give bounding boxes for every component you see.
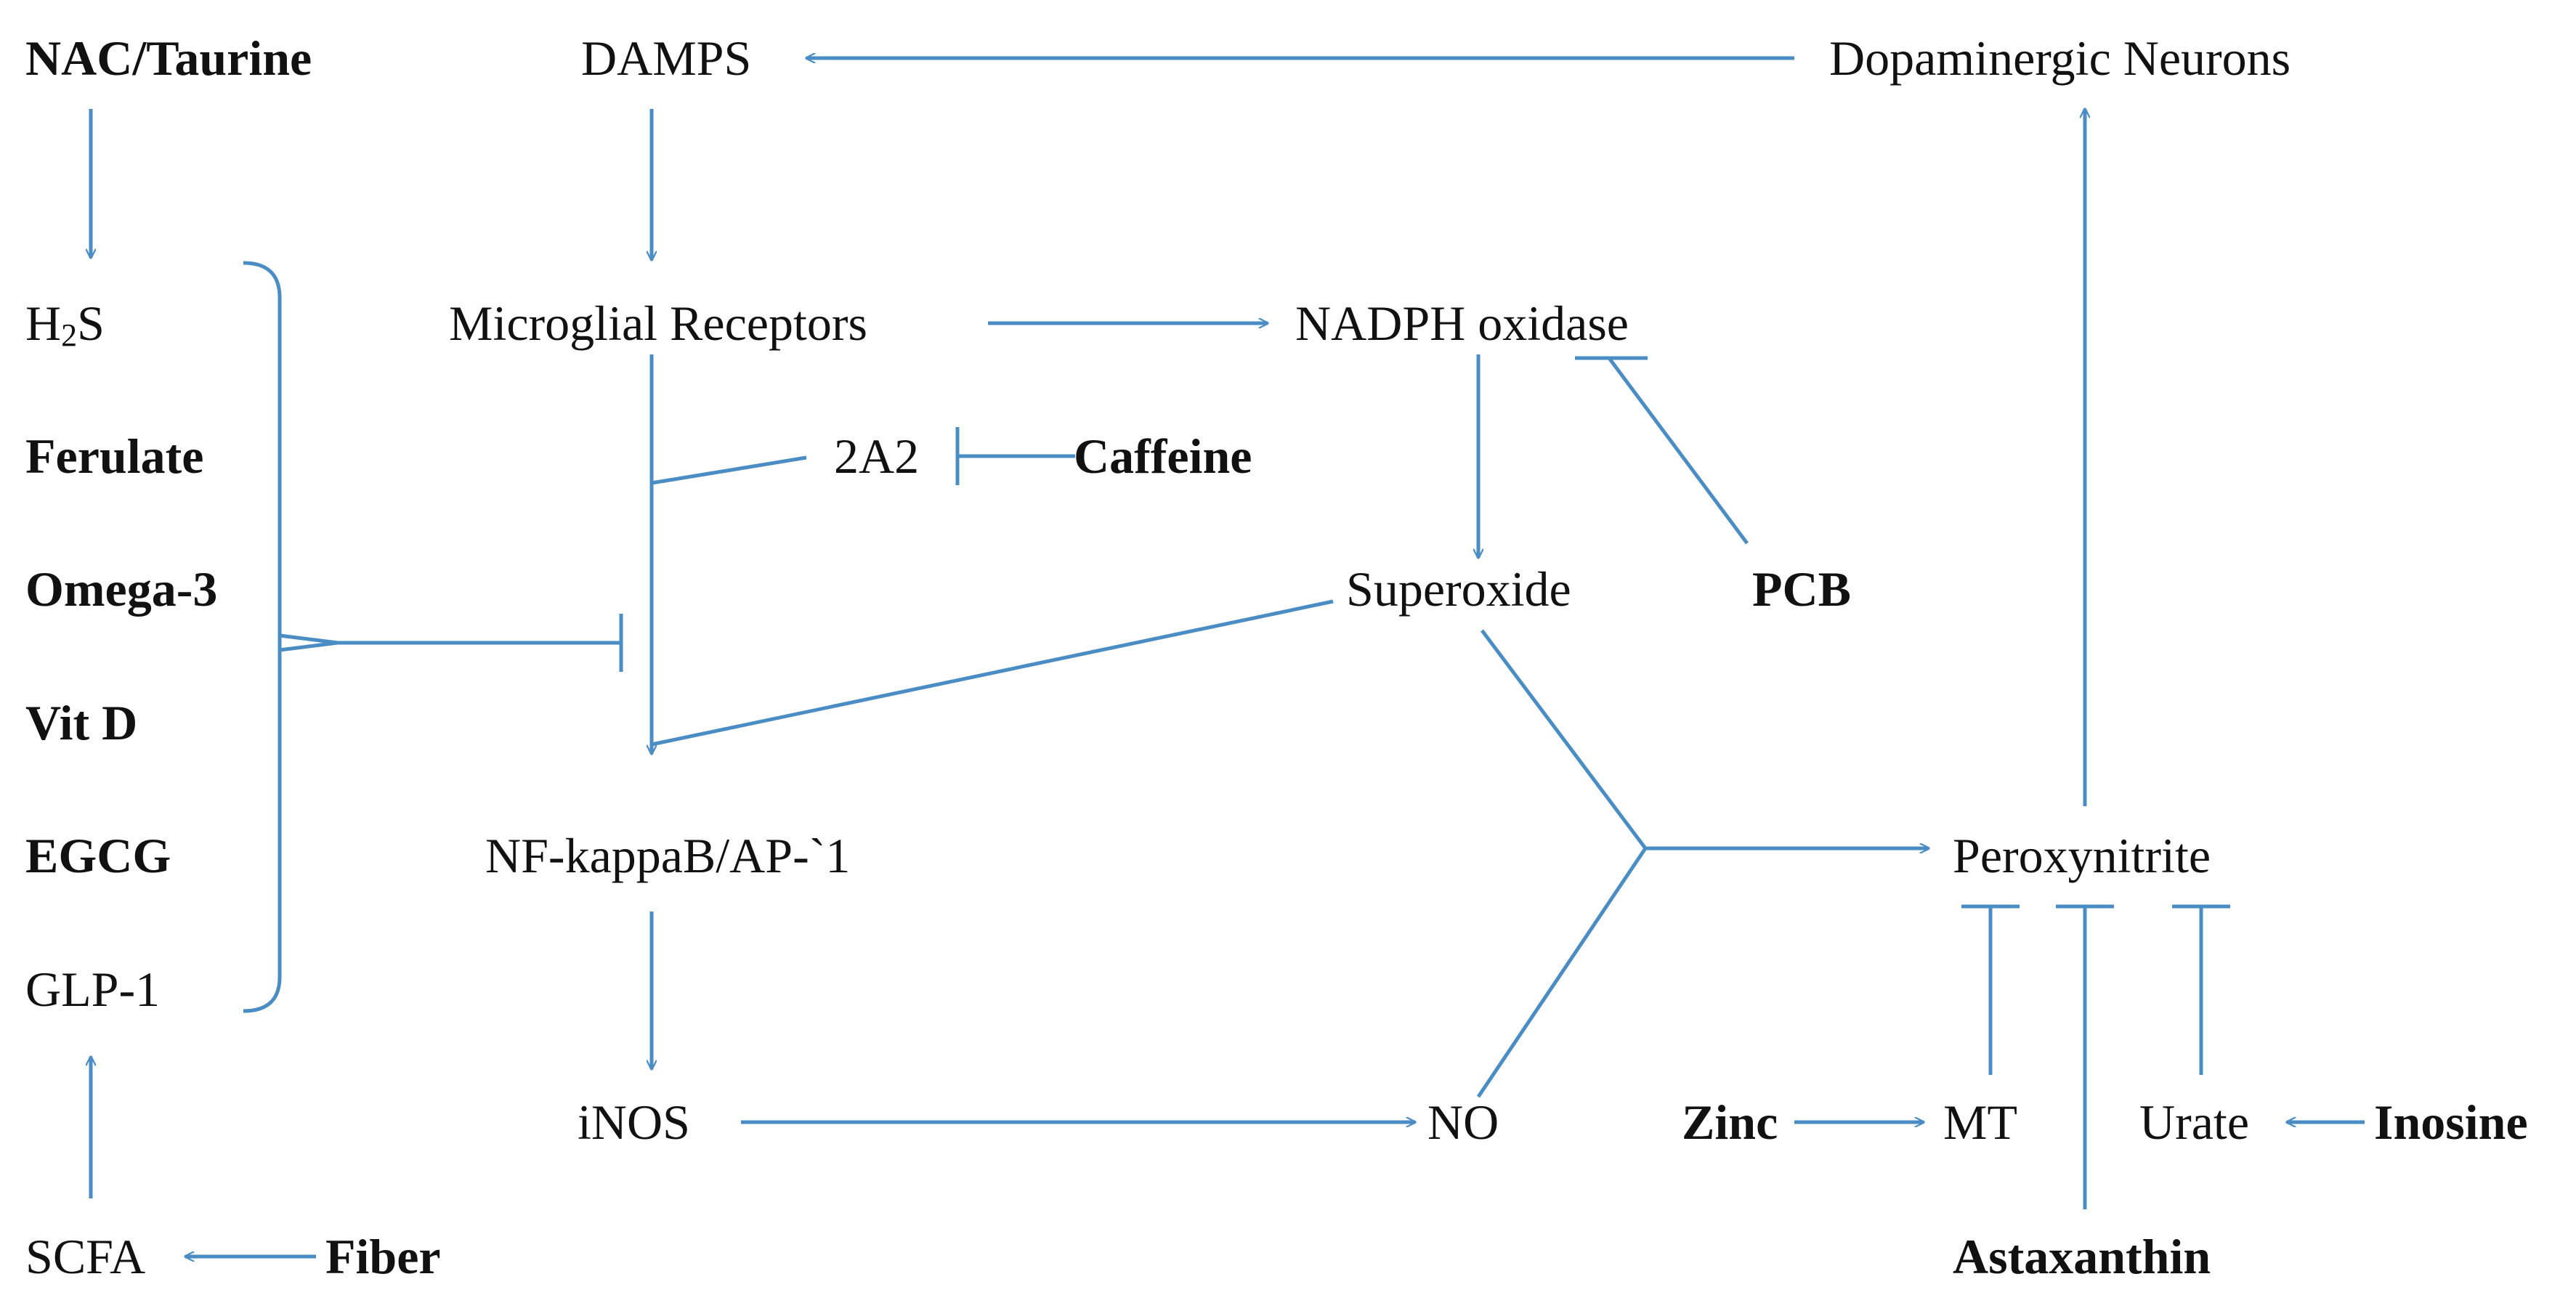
node-ferulate: Ferulate bbox=[25, 429, 204, 484]
node-nac-taurine: NAC/Taurine bbox=[25, 31, 312, 86]
node-inos: iNOS bbox=[578, 1095, 690, 1150]
node-damps: DAMPS bbox=[581, 31, 752, 86]
node-mt: MT bbox=[1943, 1095, 2017, 1150]
bracket-left-group bbox=[243, 261, 282, 1013]
node-2a2: 2A2 bbox=[834, 429, 920, 484]
line-superoxide-to-pathway bbox=[651, 599, 1334, 747]
node-scfa: SCFA bbox=[25, 1229, 146, 1284]
node-dopaminergic-neurons: Dopaminergic Neurons bbox=[1829, 31, 2291, 86]
node-superoxide: Superoxide bbox=[1346, 561, 1571, 617]
node-microglial-receptors: Microglial Receptors bbox=[449, 296, 867, 351]
line-superoxide-to-junction bbox=[1481, 629, 1647, 850]
bracket-joint-bottom bbox=[279, 641, 339, 652]
node-nfkb-ap1: NF-kappaB/AP-`1 bbox=[485, 828, 851, 883]
node-h2s: H2S bbox=[25, 296, 105, 352]
node-nadph-oxidase: NADPH oxidase bbox=[1295, 296, 1629, 351]
node-fiber: Fiber bbox=[325, 1229, 441, 1284]
node-astaxanthin: Astaxanthin bbox=[1953, 1229, 2211, 1284]
node-no: NO bbox=[1427, 1095, 1499, 1150]
node-glp1: GLP-1 bbox=[25, 962, 161, 1017]
node-peroxynitrite: Peroxynitrite bbox=[1953, 828, 2211, 883]
h2s-tail: S bbox=[77, 296, 105, 351]
node-inosine: Inosine bbox=[2374, 1095, 2528, 1150]
line-2a2-to-pathway bbox=[651, 455, 807, 485]
node-egcg: EGCG bbox=[25, 828, 171, 883]
node-pcb: PCB bbox=[1752, 561, 1851, 617]
h2s-subscript: 2 bbox=[61, 317, 78, 353]
h2s-main: H bbox=[25, 296, 62, 351]
node-urate: Urate bbox=[2139, 1095, 2250, 1150]
node-vitd: Vit D bbox=[25, 695, 138, 750]
node-omega3: Omega-3 bbox=[25, 561, 218, 617]
line-no-to-junction bbox=[1476, 847, 1648, 1098]
node-zinc: Zinc bbox=[1682, 1095, 1778, 1150]
bracket-joint-top bbox=[279, 633, 339, 645]
inhibit-pcb-to-nadph bbox=[1607, 357, 1749, 545]
node-caffeine: Caffeine bbox=[1074, 429, 1252, 484]
